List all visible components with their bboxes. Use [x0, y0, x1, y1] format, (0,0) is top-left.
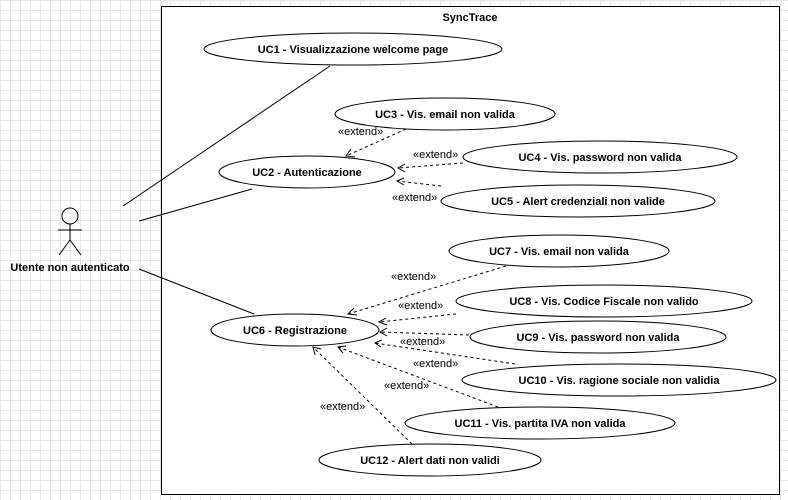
actor-label: Utente non autenticato	[10, 262, 129, 274]
use-case-label: UC5 - Alert credenziali non valide	[491, 196, 665, 208]
use-case-label: UC1 - Visualizzazione welcome page	[258, 44, 449, 56]
use-case-uc2[interactable]: UC2 - Autenticazione	[218, 155, 396, 189]
extend-uc5-uc2: «extend»	[392, 177, 442, 204]
extend-label: «extend»	[391, 271, 436, 283]
actor-right-leg	[69, 239, 82, 256]
actor-head	[61, 207, 79, 225]
use-case-label: UC8 - Vis. Codice Fiscale non valido	[509, 296, 699, 308]
use-case-uc9[interactable]: UC9 - Vis. password non valida	[469, 320, 727, 354]
associations	[122, 65, 331, 315]
extend-label: «extend»	[384, 380, 429, 392]
use-case-label: UC9 - Vis. password non valida	[516, 332, 680, 344]
use-case-label: UC6 - Registrazione	[243, 325, 347, 337]
use-case-uc12[interactable]: UC12 - Alert dati non validi	[318, 443, 542, 477]
extend-relations: «extend» «extend» «extend» «extend» «ext…	[312, 126, 516, 445]
actor-left-leg	[58, 239, 71, 256]
extend-label: «extend»	[320, 401, 365, 413]
use-case-label: UC7 - Vis. email non valida	[489, 246, 630, 258]
use-case-uc10[interactable]: UC10 - Vis. ragione sociale non validia	[461, 363, 777, 397]
use-case-label: UC2 - Autenticazione	[252, 167, 362, 179]
extend-label: «extend»	[398, 300, 443, 312]
extend-uc12-uc6: «extend»	[312, 346, 413, 445]
extend-uc7-uc6: «extend»	[346, 265, 507, 316]
use-case-label: UC3 - Vis. email non valida	[375, 109, 516, 121]
extend-label: «extend»	[400, 336, 445, 348]
use-case-label: UC11 - Vis. partita IVA non valida	[455, 418, 627, 430]
association-uc2	[138, 188, 253, 222]
use-case-label: UC4 - Vis. password non valida	[518, 152, 682, 164]
use-case-uc5[interactable]: UC5 - Alert credenziali non valide	[440, 184, 716, 218]
extend-label: «extend»	[413, 358, 458, 370]
association-uc6	[138, 268, 255, 315]
extend-label: «extend»	[338, 126, 383, 138]
extend-uc11-uc6: «extend»	[337, 345, 499, 408]
system-title: SyncTrace	[442, 12, 497, 24]
actor[interactable]: Utente non autenticato	[10, 207, 130, 274]
use-cases: UC1 - Visualizzazione welcome page UC3 -…	[203, 32, 777, 477]
extend-label: «extend»	[413, 149, 458, 161]
use-case-uc8[interactable]: UC8 - Vis. Codice Fiscale non valido	[455, 284, 753, 318]
association-uc1	[122, 65, 331, 207]
extend-uc10-uc6: «extend»	[373, 339, 516, 370]
use-case-uc1[interactable]: UC1 - Visualizzazione welcome page	[203, 32, 503, 66]
extend-uc3-uc2: «extend»	[338, 126, 407, 158]
extend-uc8-uc6: «extend»	[377, 300, 457, 326]
use-case-label: UC12 - Alert dati non validi	[360, 455, 500, 467]
use-case-uc3[interactable]: UC3 - Vis. email non valida	[334, 97, 556, 131]
use-case-uc11[interactable]: UC11 - Vis. partita IVA non valida	[404, 406, 676, 440]
extend-uc4-uc2: «extend»	[396, 149, 464, 173]
extend-label: «extend»	[392, 192, 437, 204]
use-case-label: UC10 - Vis. ragione sociale non validia	[519, 375, 721, 387]
use-case-uc7[interactable]: UC7 - Vis. email non valida	[448, 234, 670, 268]
use-case-uc4[interactable]: UC4 - Vis. password non valida	[462, 140, 738, 174]
extend-uc9-uc6: «extend»	[378, 327, 470, 348]
use-case-uc6[interactable]: UC6 - Registrazione	[210, 313, 380, 347]
